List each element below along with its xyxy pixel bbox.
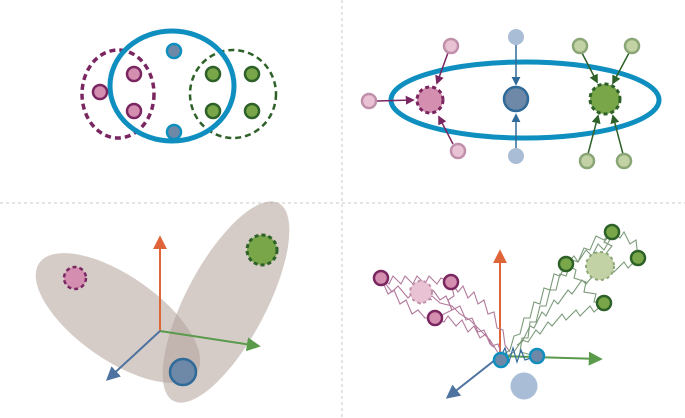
magenta-cluster-boundary — [80, 48, 156, 140]
green-edge — [610, 114, 624, 155]
panel-top-right — [360, 29, 662, 170]
green-light-centroid — [585, 251, 615, 281]
magenta-node — [125, 102, 143, 120]
green-light-node — [571, 37, 589, 55]
blue-light-centroid — [510, 372, 538, 400]
blue-cluster-boundary — [107, 28, 237, 144]
magenta-edge — [435, 49, 450, 85]
axis-left — [105, 330, 161, 381]
magenta-centroid — [415, 85, 445, 115]
panel-bottom-left — [35, 201, 290, 403]
green-node — [204, 102, 222, 120]
gray-ellipse-right — [162, 201, 290, 403]
green-node — [204, 65, 222, 83]
blue-centroid — [502, 85, 530, 113]
blue-springs — [499, 345, 538, 365]
green-light-node — [615, 152, 633, 170]
magenta-node — [125, 65, 143, 83]
green-edge — [581, 52, 598, 84]
axis-left — [445, 355, 501, 399]
blue-embedding — [168, 357, 198, 387]
green-light-node — [623, 37, 641, 55]
magenta-node — [426, 309, 444, 327]
blue-node — [165, 123, 183, 141]
magenta-node — [372, 269, 390, 287]
green-node — [557, 255, 575, 273]
green-edge — [612, 52, 630, 85]
green-edge — [587, 114, 601, 155]
blue-node — [492, 351, 510, 369]
green-node — [595, 294, 613, 312]
magenta-light-centroid — [409, 280, 433, 304]
magenta-light-node — [442, 37, 460, 55]
green-node — [603, 223, 621, 241]
axis-right — [499, 351, 603, 366]
magenta-light-node — [360, 92, 378, 110]
magenta-edge — [438, 115, 454, 145]
green-node — [243, 102, 261, 120]
panel-top-left — [80, 28, 278, 144]
magenta-springs — [380, 275, 511, 357]
magenta-node — [91, 83, 109, 101]
magenta-light-node — [449, 142, 467, 160]
green-node — [243, 65, 261, 83]
green-springs — [502, 230, 639, 357]
magenta-embedding — [62, 265, 88, 291]
panel-bottom-right — [372, 223, 647, 400]
blue-node — [528, 347, 546, 365]
green-light-node — [578, 152, 596, 170]
green-centroid — [588, 82, 622, 116]
green-node — [629, 249, 647, 267]
blue-light-node — [508, 148, 524, 164]
green-cluster-boundary — [188, 48, 278, 140]
magenta-edge — [376, 95, 415, 105]
green-embedding — [245, 233, 279, 267]
axis-right — [159, 330, 261, 352]
magenta-node — [442, 273, 460, 291]
blue-light-node — [508, 29, 524, 45]
blue-node — [165, 42, 183, 60]
